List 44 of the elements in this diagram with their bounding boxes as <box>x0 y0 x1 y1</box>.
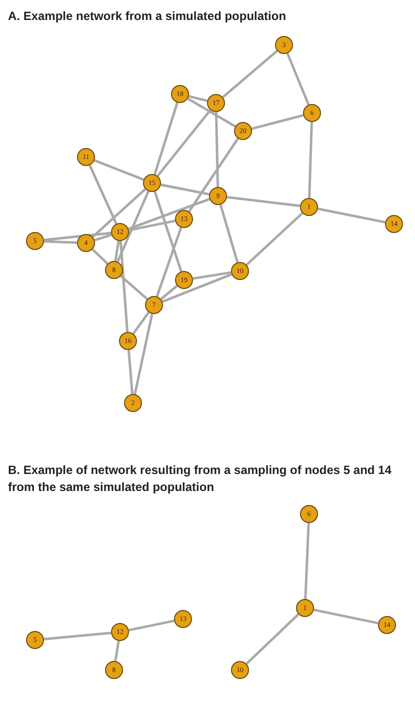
edge-line <box>156 109 212 177</box>
edge-line <box>154 191 182 272</box>
edge-line <box>128 198 210 230</box>
edge-line <box>162 273 232 303</box>
panel-title: A. Example network from a simulated population <box>8 8 288 25</box>
edge-line <box>286 52 310 106</box>
edge-line <box>114 640 120 662</box>
edge-line <box>219 204 239 263</box>
edge-line <box>92 188 146 238</box>
edge-line <box>246 212 304 266</box>
edge-line <box>304 522 310 600</box>
edge-line <box>134 314 154 394</box>
edge-line <box>246 613 300 665</box>
edge-line <box>226 196 300 208</box>
edge-line <box>192 271 232 280</box>
edge-line <box>188 138 240 212</box>
edge-line <box>92 248 108 265</box>
edge-line <box>214 112 220 188</box>
edge-line <box>188 94 208 102</box>
edge-line <box>128 620 174 632</box>
edge-line <box>119 240 129 332</box>
edge-line <box>187 97 236 128</box>
edge-line <box>116 190 150 262</box>
edge-line <box>128 220 176 232</box>
edge-line <box>154 102 178 175</box>
edge-line <box>222 50 278 98</box>
edge-line <box>114 240 120 262</box>
edge-line <box>160 184 210 196</box>
edge-line <box>44 632 112 640</box>
edge-line <box>314 608 378 624</box>
edge-line <box>44 240 78 244</box>
edge-line <box>132 312 150 334</box>
edge-line <box>251 114 304 130</box>
edge-line <box>308 122 313 198</box>
edge-line <box>94 234 112 242</box>
edge-line <box>44 232 112 242</box>
edge-line <box>88 164 118 224</box>
edge-line <box>94 159 144 181</box>
edge-line <box>120 274 148 300</box>
edge-line <box>156 227 182 297</box>
edge-line <box>318 208 386 224</box>
edge-line <box>127 350 134 394</box>
panel-title: B. Example of network resulting from a sampling of nodes 5 and 14 from the same simulated population <box>8 462 392 496</box>
edge-line <box>160 284 178 300</box>
